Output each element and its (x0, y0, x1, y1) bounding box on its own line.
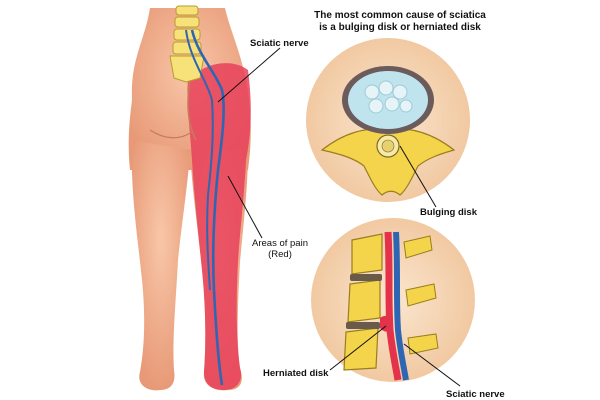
label-areas-of-pain-line1: Areas of pain (252, 238, 308, 249)
label-areas-of-pain: Areas of pain (Red) (252, 238, 308, 260)
leader-herniated (329, 325, 387, 371)
leader-sciatic-top (217, 47, 281, 103)
left-leg (131, 140, 190, 391)
spinal-canal-red (384, 231, 402, 381)
sciatic-nerve-branch (185, 29, 214, 291)
gluteal-fold-left (149, 129, 193, 139)
label-sciatic-nerve-top: Sciatic nerve (250, 38, 309, 49)
label-sciatic-nerve-bottom: Sciatic nerve (446, 389, 505, 400)
disk-nucleus-texture (364, 80, 413, 114)
leader-sciatic-bottom (403, 343, 461, 387)
title-line-2: is a bulging disk or herniated disk (319, 22, 481, 33)
label-herniated-disk: Herniated disk (263, 368, 329, 379)
body-figure (128, 5, 251, 391)
sciatic-nerve-path (190, 29, 225, 386)
herniated-disk-inset (311, 218, 475, 382)
bulging-disk-inset (306, 38, 470, 202)
spinal-canal-blue (393, 231, 409, 381)
label-areas-of-pain-line2: (Red) (268, 249, 292, 260)
posterior-processes (403, 235, 439, 355)
title-line-1: The most common cause of sciatica (314, 10, 486, 21)
diagram-title: The most common cause of sciatica is a b… (300, 10, 500, 34)
leader-bulging (399, 145, 437, 208)
label-bulging-disk: Bulging disk (420, 207, 477, 218)
leader-pain (227, 175, 263, 239)
pain-area (187, 63, 251, 391)
intervertebral-discs (346, 274, 382, 329)
buttock-crease (187, 79, 197, 141)
